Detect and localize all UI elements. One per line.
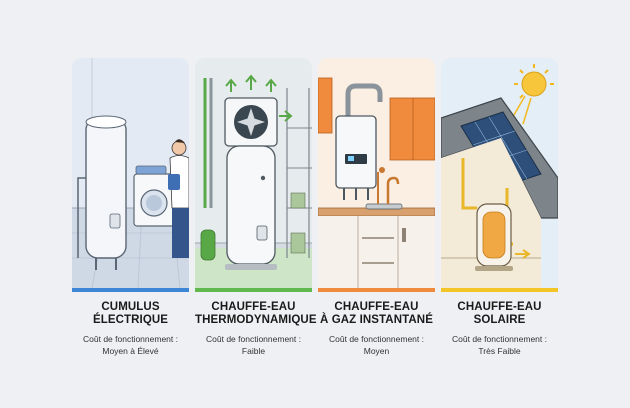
- card-cost: Coût de fonctionnement : Moyen à Élevé: [72, 333, 189, 357]
- title-line: CUMULUS: [101, 301, 160, 313]
- cost-label: Coût de fonctionnement :: [206, 334, 301, 344]
- illustration-electric: [72, 58, 189, 288]
- electric-water-heater-icon: [72, 58, 189, 288]
- card-electric: CUMULUS ÉLECTRIQUE Coût de fonctionnemen…: [72, 58, 189, 357]
- cost-label: Coût de fonctionnement :: [329, 334, 424, 344]
- card-cost: Coût de fonctionnement : Très Faible: [441, 333, 558, 357]
- card-heat-pump: CHAUFFE-EAU THERMODYNAMIQUE Coût de fonc…: [195, 58, 317, 357]
- card-cost: Coût de fonctionnement : Moyen: [318, 333, 435, 357]
- illustration-heat-pump: [195, 58, 312, 288]
- cost-value: Moyen: [363, 346, 390, 356]
- solar-panel-icon: [441, 58, 558, 288]
- cost-value: Très Faible: [478, 346, 521, 356]
- heat-pump-icon: [195, 58, 312, 288]
- card-title: CHAUFFE-EAU À GAZ INSTANTANÉ: [318, 301, 435, 327]
- color-bar-heat-pump: [195, 288, 312, 292]
- card-solar: CHAUFFE-EAU SOLAIRE Coût de fonctionneme…: [441, 58, 558, 357]
- card-title: CHAUFFE-EAU THERMODYNAMIQUE: [195, 301, 317, 327]
- card-title: CUMULUS ÉLECTRIQUE: [72, 301, 189, 327]
- card-title: CHAUFFE-EAU SOLAIRE: [441, 301, 558, 327]
- color-bar-solar: [441, 288, 558, 292]
- illustration-solar: [441, 58, 558, 288]
- illustration-gas: [318, 58, 435, 288]
- title-line: CHAUFFE-EAU: [334, 301, 419, 313]
- title-line: THERMODYNAMIQUE: [195, 314, 317, 326]
- cost-value: Moyen à Élevé: [102, 346, 159, 356]
- color-bar-electric: [72, 288, 189, 292]
- title-line: CHAUFFE-EAU: [211, 301, 296, 313]
- card-cost: Coût de fonctionnement : Faible: [195, 333, 312, 357]
- card-gas: CHAUFFE-EAU À GAZ INSTANTANÉ Coût de fon…: [318, 58, 435, 357]
- cost-value: Faible: [241, 346, 266, 356]
- color-bar-gas: [318, 288, 435, 292]
- title-line: ÉLECTRIQUE: [92, 314, 169, 326]
- title-line: CHAUFFE-EAU: [457, 301, 542, 313]
- cost-label: Coût de fonctionnement :: [452, 334, 547, 344]
- title-line: À GAZ INSTANTANÉ: [320, 314, 433, 326]
- title-line: SOLAIRE: [473, 314, 526, 326]
- gas-boiler-icon: [318, 58, 435, 288]
- cost-label: Coût de fonctionnement :: [83, 334, 178, 344]
